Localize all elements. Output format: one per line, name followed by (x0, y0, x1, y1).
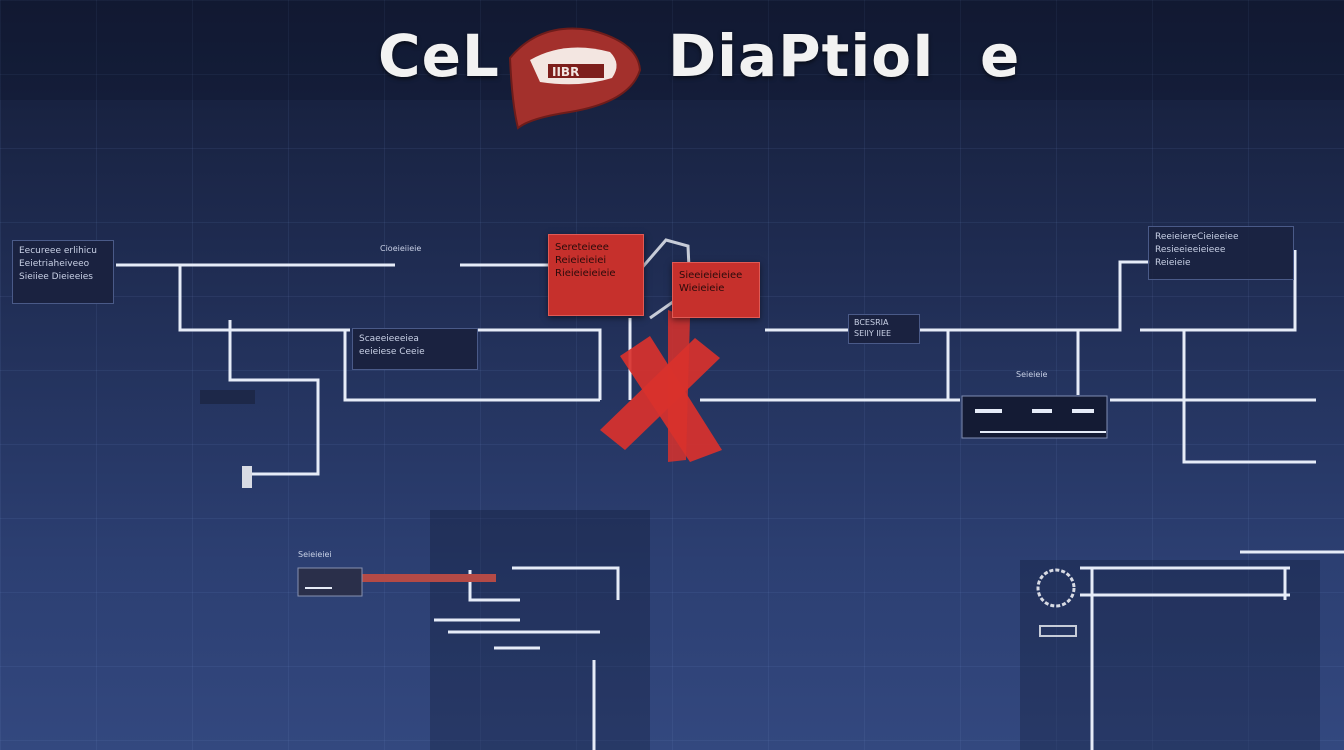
middle-box-line-1: Scaeeieeeiea (359, 334, 419, 344)
header-band (0, 0, 1344, 100)
warning-x-icon (600, 310, 722, 462)
red-box-a-line-3: Rieieieieieie (555, 268, 616, 279)
logo-text: IIBR (552, 65, 579, 79)
title-left: CeL (378, 22, 500, 90)
red-box-a-line-2: Reieieieiei (555, 255, 607, 266)
red-alert-box-a: Sereteieee Reieieieiei Rieieieieieie (548, 234, 644, 316)
red-box-b-line-1: Sieeieieieiee (679, 270, 743, 281)
mouth-logo: IIBR (508, 27, 642, 130)
left-box-line-2: Eeietriaheiveeo (19, 259, 90, 269)
left-box-line-3: Sieiiee Dieieeies (19, 272, 93, 282)
red-box-b-line-2: Wieieieie (679, 283, 725, 294)
red-box-a-line-1: Sereteieee (555, 242, 609, 253)
bottom-left-label: Seieieiei (298, 550, 332, 559)
right-box-line-2: Resieeieeieieee (1155, 245, 1226, 255)
title-right: DiaPtioI (668, 22, 935, 90)
center-right-box-line-2: SEIIY IIEE (854, 329, 892, 338)
right-box-line-3: Reieieie (1155, 258, 1191, 268)
red-alert-box-b: Sieeieieieiee Wieieieie (672, 262, 760, 318)
center-right-box-line-1: BCESRIA (854, 318, 889, 327)
title-tail: e (980, 22, 1020, 90)
middle-box-line-2: eeieiese Ceeie (359, 347, 425, 357)
center-right-box: BCESRIA SEIIY IIEE (848, 314, 920, 344)
lower-right-panel (1020, 560, 1320, 750)
left-info-box: Eecureee erlihicu Eeietriaheiveeo Sieiie… (12, 240, 114, 304)
top-wire-label: Cioeieiieie (380, 244, 422, 253)
right-info-box: ReeieiereCieieeiee Resieeieeieieee Reiei… (1148, 226, 1294, 280)
left-box-line-1: Eecureee erlihicu (19, 246, 97, 256)
middle-info-box: Scaeeieeeiea eeieiese Ceeie (352, 328, 478, 370)
lower-left-panel (430, 510, 650, 750)
small-right-label: Seieieie (1016, 370, 1048, 379)
right-box-line-1: ReeieiereCieieeiee (1155, 232, 1239, 242)
